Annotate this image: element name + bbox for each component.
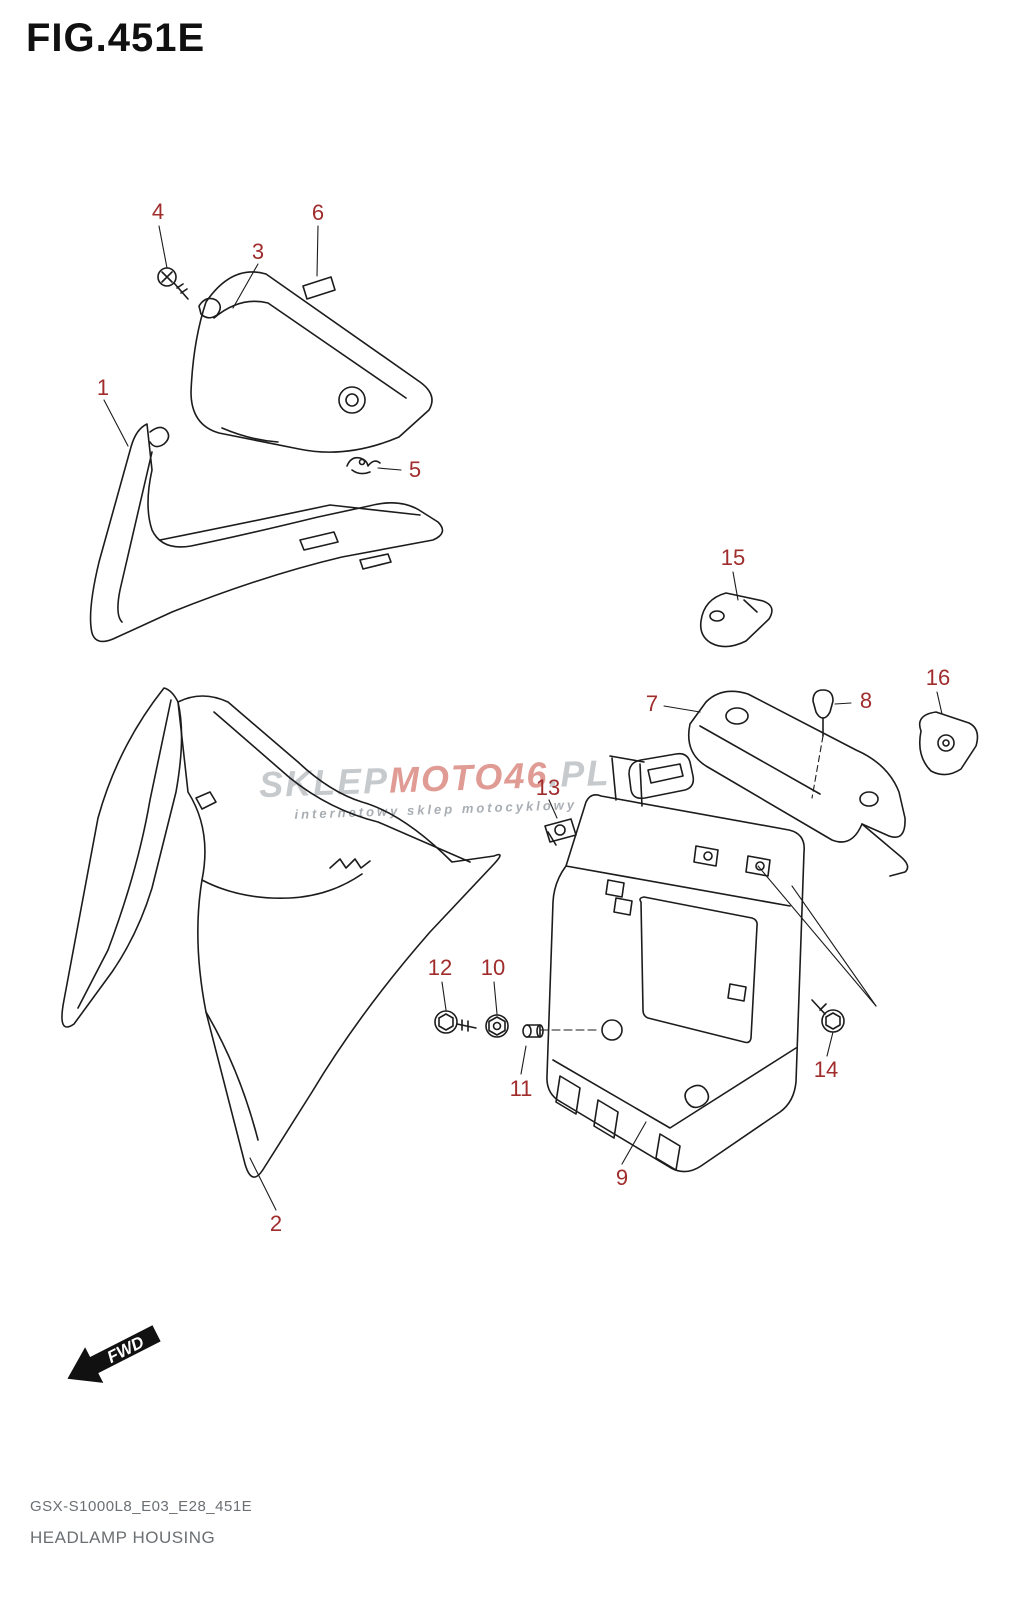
part-meter-panel (190, 271, 433, 453)
part-screw-4 (157, 267, 189, 300)
figure-title: FIG.451E (26, 16, 206, 60)
footer: GSX-S1000L8_E03_E28_451E HEADLAMP HOUSIN… (30, 1498, 252, 1548)
part-front-cowl (61, 687, 501, 1178)
part-spacer-11 (522, 1024, 544, 1038)
part-left-garnish (89, 423, 444, 643)
part-upper-stay (628, 690, 909, 877)
part-bolt-12 (434, 1010, 477, 1034)
leader-lines (103, 225, 943, 1211)
fwd-label: FWD (104, 1332, 147, 1367)
part-bolt-14 (811, 999, 845, 1033)
part-headlamp-bracket (546, 755, 806, 1173)
fwd-arrow: FWD (67, 1325, 161, 1383)
part-nut-10 (485, 1014, 509, 1038)
footer-part-code: GSX-S1000L8_E03_E28_451E (30, 1498, 253, 1515)
part-cushion-6 (302, 276, 336, 300)
part-clip-5 (346, 456, 381, 475)
part-cover-15 (699, 592, 773, 648)
part-nut-13 (544, 818, 577, 846)
assembly-lines (539, 735, 877, 1031)
part-cover-16 (918, 711, 979, 776)
footer-part-name: HEADLAMP HOUSING (30, 1528, 216, 1547)
fwd-arrow-shape (67, 1325, 161, 1383)
